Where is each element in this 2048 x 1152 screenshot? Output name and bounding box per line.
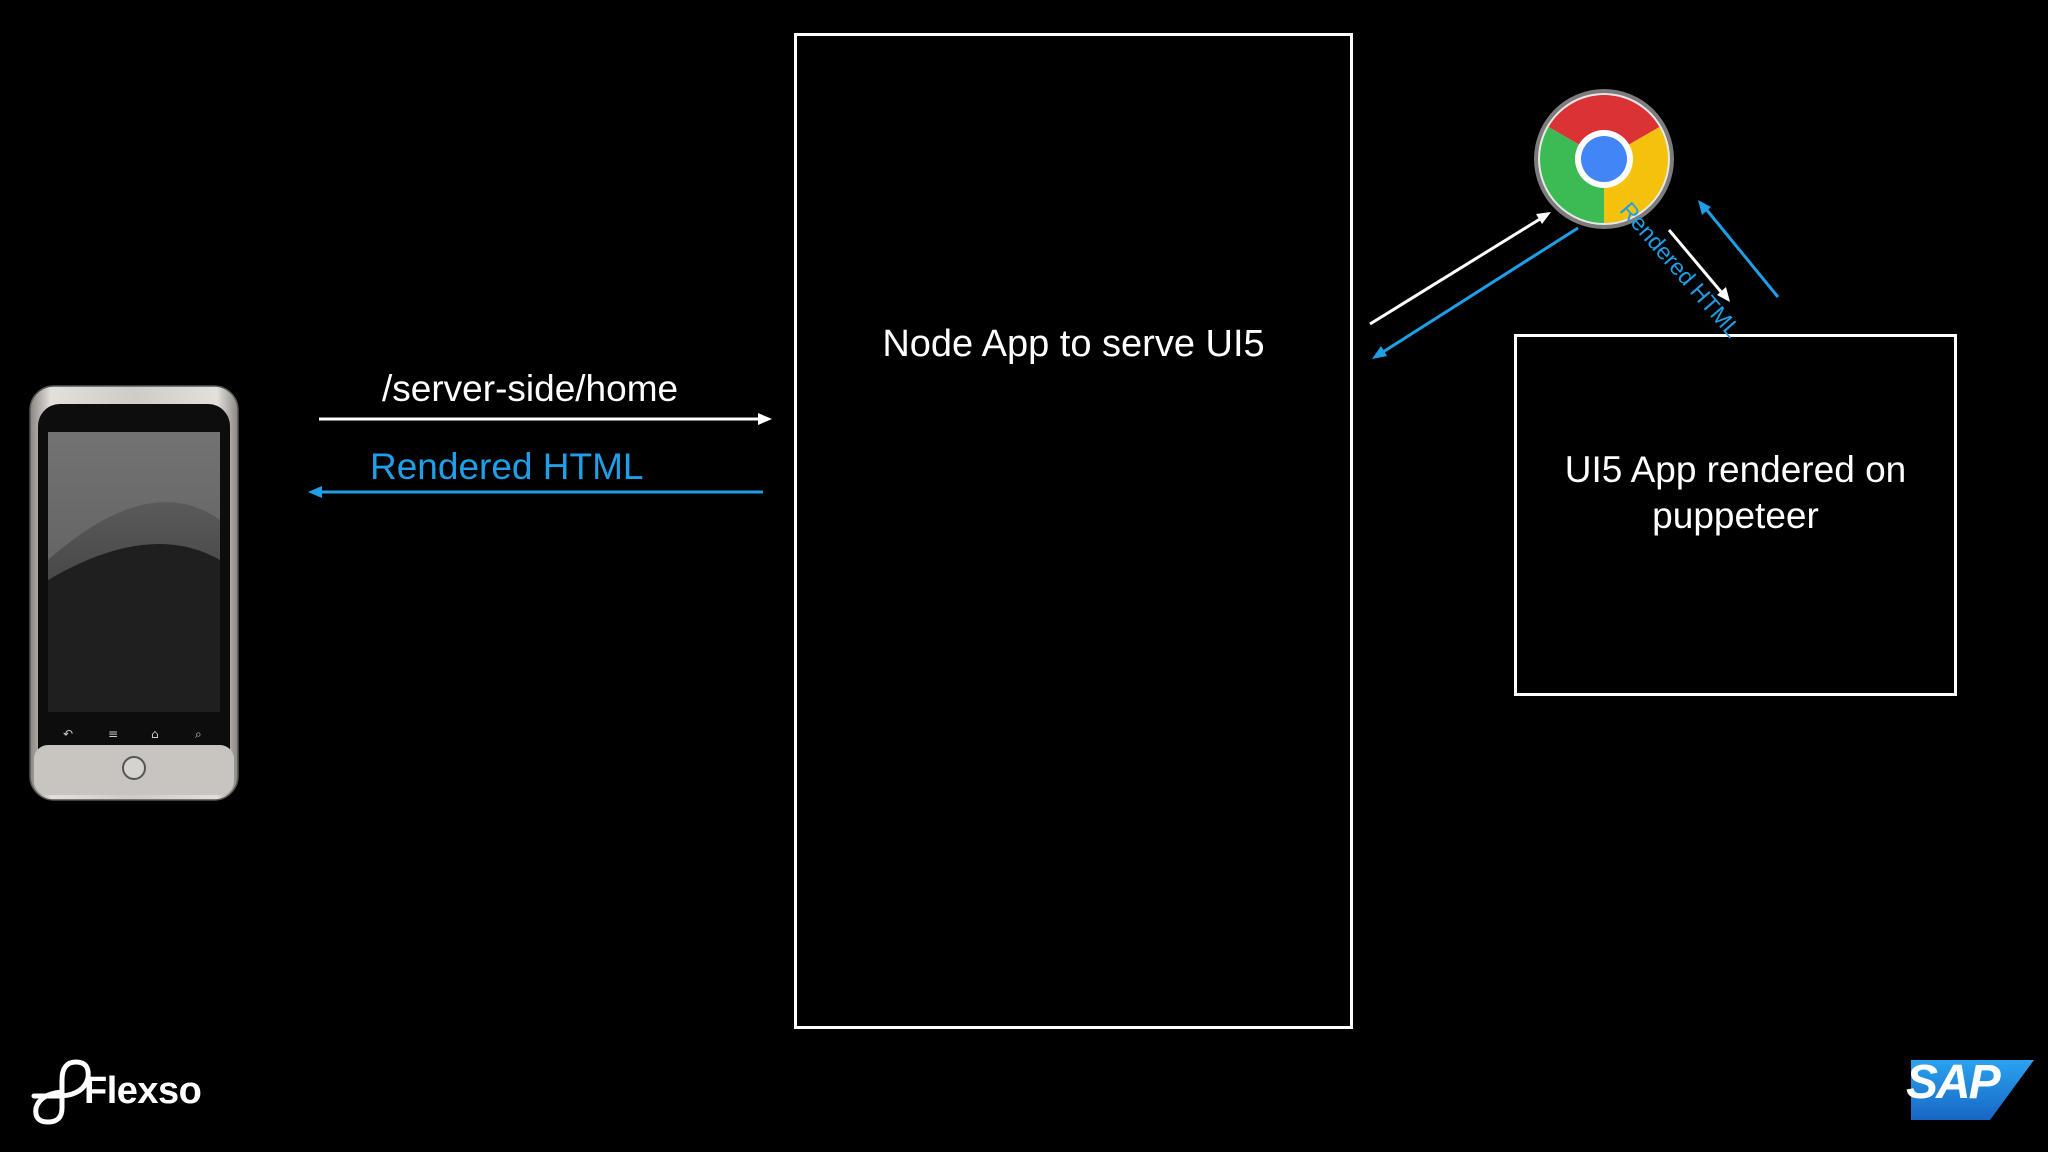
node-app-box: Node App to serve UI5 (794, 33, 1353, 1029)
response-label: Rendered HTML (370, 446, 644, 487)
request-label: /server-side/home (382, 368, 679, 409)
request-arrow (319, 413, 772, 425)
flexso-logo-text: Flexso (84, 1070, 202, 1112)
sap-logo-text: SAP (1906, 1056, 2001, 1109)
ui5-app-label: UI5 App rendered on puppeteer (1564, 449, 1907, 536)
svg-text:⌕: ⌕ (195, 727, 202, 741)
ui5-to-browser-arrow (1698, 200, 1780, 298)
node-app-label: Node App to serve UI5 (882, 322, 1265, 365)
svg-text:≡: ≡ (108, 727, 118, 741)
browser-response-label: Rendered HTML (1614, 196, 1746, 343)
svg-text:↶: ↶ (63, 727, 73, 741)
svg-text:⌂: ⌂ (151, 727, 159, 741)
ui5-app-box: UI5 App rendered on puppeteer (1514, 334, 1957, 696)
node-to-browser-arrow (1369, 212, 1551, 326)
